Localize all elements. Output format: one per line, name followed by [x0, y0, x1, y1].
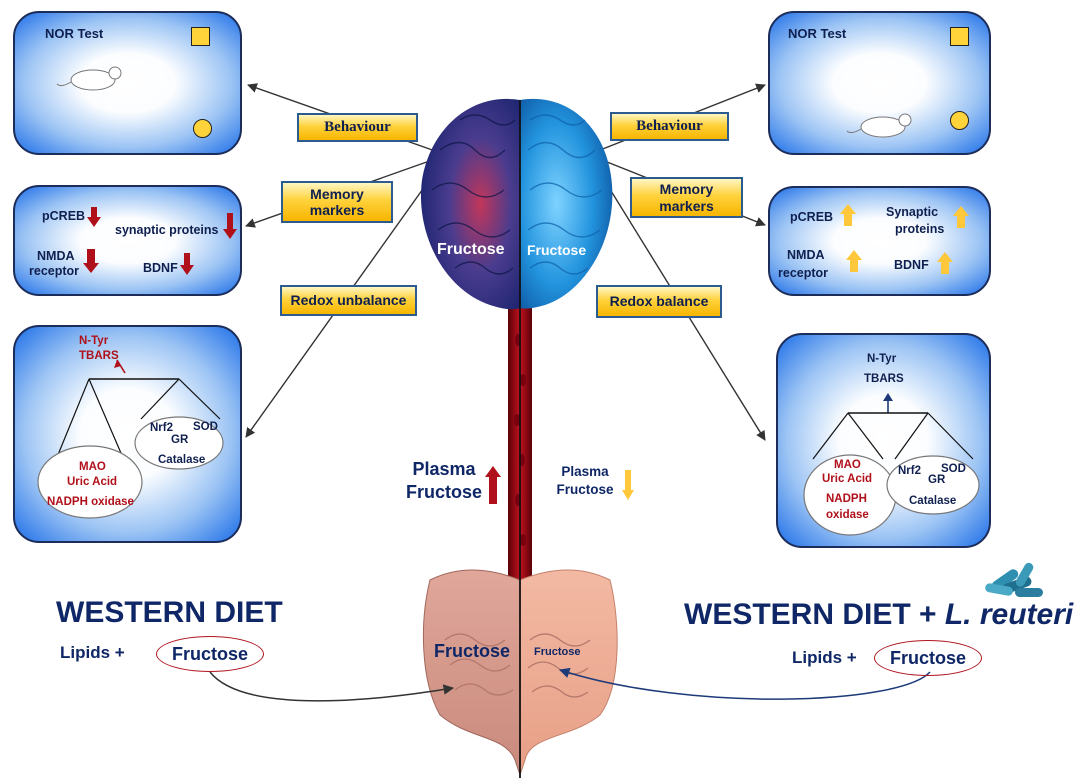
- catalase-label: Catalase: [909, 495, 956, 507]
- gr-label: GR: [171, 434, 188, 446]
- right-markers-panel: pCREB Synaptic proteins NMDA receptor BD…: [768, 186, 991, 296]
- proteins-label: proteins: [895, 222, 944, 236]
- right-nor-panel: NOR Test: [768, 11, 991, 155]
- left-memory-label: Memory markers: [281, 181, 393, 223]
- gut-right-label: Fructose: [534, 646, 580, 658]
- gr-label: GR: [928, 474, 945, 486]
- left-diet-arrow: [210, 672, 453, 701]
- right-behaviour-label: Behaviour: [610, 112, 729, 141]
- catalase-label: Catalase: [158, 454, 205, 466]
- uric-acid-label: Uric Acid: [822, 473, 872, 485]
- right-diet-title: WESTERN DIET + L. reuteri: [684, 598, 1073, 632]
- right-plasma-fructose: Plasma Fructose: [550, 463, 620, 499]
- oxidase-label: oxidase: [826, 509, 869, 521]
- down-arrow-icon: [223, 213, 237, 239]
- nmda-receptor-label: receptor: [29, 264, 79, 278]
- right-memory-label: Memory markers: [630, 177, 743, 218]
- right-lipids-label: Lipids +: [792, 648, 857, 668]
- up-arrow-icon: [953, 206, 969, 228]
- left-nor-panel: NOR Test: [13, 11, 242, 155]
- circle-object-icon: [193, 119, 212, 138]
- brain-right-label: Fructose: [527, 242, 586, 258]
- pcreb-label: pCREB: [42, 209, 85, 223]
- plasma-label: Plasma: [561, 464, 608, 479]
- square-object-icon: [191, 27, 210, 46]
- left-markers-panel: pCREB synaptic proteins NMDA receptor BD…: [13, 185, 242, 296]
- down-arrow-icon: [622, 470, 634, 500]
- plasma-label: Plasma: [412, 459, 475, 479]
- ntyr-label: N-Tyr: [79, 335, 108, 347]
- left-redox-label: Redox unbalance: [280, 285, 417, 316]
- left-fructose-ellipse: Fructose: [156, 636, 264, 672]
- ntyr-label: N-Tyr: [867, 353, 896, 365]
- bdnf-label: BDNF: [894, 258, 929, 272]
- left-plasma-fructose: Plasma Fructose: [394, 458, 494, 503]
- nmda-receptor-label: receptor: [778, 266, 828, 280]
- up-arrow-icon: [937, 252, 953, 274]
- left-behaviour-label: Behaviour: [297, 113, 418, 142]
- balance-scale-icon: [15, 327, 244, 545]
- mao-label: MAO: [834, 459, 861, 471]
- left-diet-title: WESTERN DIET: [56, 596, 283, 630]
- bacteria-icon: [985, 561, 1043, 597]
- balance-scale-icon: [778, 335, 993, 550]
- fructose-label: Fructose: [556, 482, 613, 497]
- down-arrow-icon: [180, 253, 194, 275]
- nor-test-title: NOR Test: [45, 26, 103, 41]
- synaptic-label: Synaptic: [886, 205, 938, 219]
- diet-title-main: WESTERN DIET +: [684, 598, 945, 631]
- nmda-label: NMDA: [37, 249, 75, 263]
- gut-left-label: Fructose: [434, 641, 510, 662]
- brain-icon: [421, 99, 612, 309]
- up-arrow-icon: [846, 250, 862, 272]
- uric-acid-label: Uric Acid: [67, 476, 117, 488]
- brain-left-label: Fructose: [437, 241, 505, 259]
- sod-label: SOD: [193, 421, 218, 433]
- tbars-label: TBARS: [864, 373, 904, 385]
- mouse-icon: [845, 105, 925, 145]
- down-arrow-icon: [83, 249, 99, 273]
- nrf2-label: Nrf2: [898, 465, 921, 477]
- nadph-label: NADPH: [826, 493, 867, 505]
- mao-label: MAO: [79, 461, 106, 473]
- nrf2-label: Nrf2: [150, 422, 173, 434]
- fructose-label: Fructose: [406, 482, 482, 502]
- right-fructose-ellipse: Fructose: [874, 640, 982, 676]
- pcreb-label: pCREB: [790, 210, 833, 224]
- species-name: L. reuteri: [945, 598, 1073, 631]
- tbars-label: TBARS: [79, 350, 119, 362]
- right-diet-arrow: [560, 670, 930, 699]
- right-redox-label: Redox balance: [596, 285, 722, 318]
- square-object-icon: [950, 27, 969, 46]
- nadph-oxidase-label: NADPH oxidase: [47, 496, 134, 508]
- bdnf-label: BDNF: [143, 261, 178, 275]
- left-lipids-label: Lipids +: [60, 643, 125, 663]
- mouse-icon: [55, 58, 135, 98]
- nmda-label: NMDA: [787, 248, 825, 262]
- circle-object-icon: [950, 111, 969, 130]
- up-arrow-icon: [840, 204, 856, 226]
- down-arrow-icon: [87, 207, 101, 227]
- right-redox-panel: N-Tyr TBARS MAO Uric Acid NADPH oxidase …: [776, 333, 991, 548]
- synaptic-proteins-label: synaptic proteins: [115, 223, 219, 237]
- nor-test-title: NOR Test: [788, 26, 846, 41]
- left-redox-panel: N-Tyr TBARS Nrf2 SOD GR Catalase MAO Uri…: [13, 325, 242, 543]
- down-arrow-icon-red-up: [485, 466, 501, 504]
